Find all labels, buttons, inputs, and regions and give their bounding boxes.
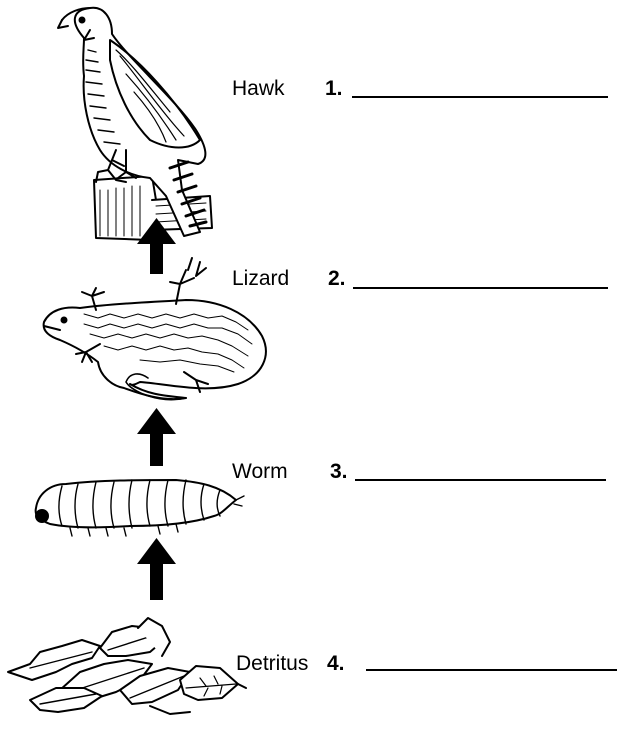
answer-number-3: 3.	[330, 460, 348, 484]
organism-label-detritus: Detritus	[236, 652, 308, 676]
answer-line-1[interactable]	[352, 96, 608, 98]
detritus-leaves-icon	[8, 618, 246, 714]
worm-icon	[36, 480, 244, 536]
organism-label-lizard: Lizard	[232, 267, 289, 291]
answer-number-4: 4.	[327, 652, 345, 676]
hawk-icon	[58, 8, 212, 240]
up-arrow-icon	[137, 408, 176, 466]
organism-label-hawk: Hawk	[232, 77, 285, 101]
answer-line-2[interactable]	[353, 287, 608, 289]
answer-number-2: 2.	[328, 267, 346, 291]
answer-number-1: 1.	[325, 77, 343, 101]
answer-line-3[interactable]	[355, 479, 606, 481]
organism-label-worm: Worm	[232, 460, 288, 484]
up-arrow-icon	[137, 538, 176, 600]
answer-line-4[interactable]	[366, 669, 617, 671]
